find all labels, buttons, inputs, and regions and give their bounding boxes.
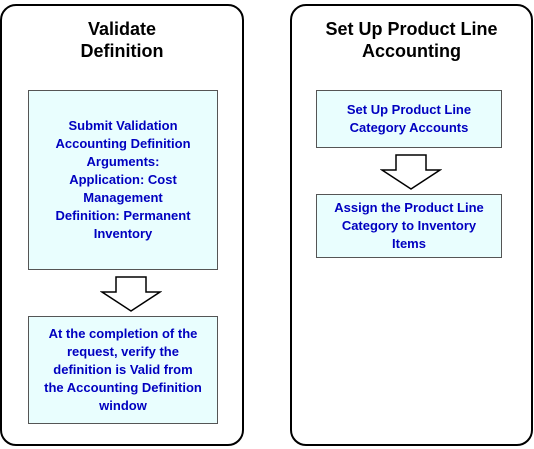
verify-definition-step: At the completion of the request, verify…	[28, 316, 218, 424]
step-line: Assign the Product Line	[334, 200, 484, 215]
step-line: Category to Inventory	[341, 218, 477, 233]
down-arrow-icon	[100, 276, 162, 312]
title-line: Validate	[87, 19, 157, 39]
step-line: request, verify the	[66, 344, 179, 359]
product-line-accounting-title: Set Up Product Line Accounting	[292, 18, 531, 62]
step-line: Application: Cost	[69, 172, 177, 187]
product-line-accounting-panel: Set Up Product Line Accounting Set Up Pr…	[290, 4, 533, 446]
step-line: Arguments:	[86, 154, 160, 169]
title-line: Set Up Product Line	[325, 19, 498, 39]
step-line: Definition: Permanent	[55, 208, 191, 223]
step-line: window	[99, 398, 147, 413]
title-line: Definition	[80, 41, 164, 61]
validate-definition-title: Validate Definition	[2, 18, 242, 62]
title-line: Accounting	[362, 41, 461, 61]
set-up-category-accounts-step: Set Up Product Line Category Accounts	[316, 90, 502, 148]
step-line: Management	[83, 190, 163, 205]
step-line: the Accounting Definition	[44, 380, 202, 395]
submit-validation-step: Submit Validation Accounting Definition …	[28, 90, 218, 270]
validate-definition-panel: Validate Definition Submit Validation Ac…	[0, 4, 244, 446]
step-line: Accounting Definition	[55, 136, 191, 151]
step-line: Inventory	[93, 226, 153, 241]
step-line: Set Up Product Line	[346, 102, 472, 117]
down-arrow-icon	[380, 154, 442, 190]
step-line: Submit Validation	[68, 118, 178, 133]
step-line: Category Accounts	[349, 120, 469, 135]
step-line: definition is Valid from	[53, 362, 193, 377]
assign-category-step: Assign the Product Line Category to Inve…	[316, 194, 502, 258]
step-line: At the completion of the	[48, 326, 198, 341]
step-line: Items	[392, 236, 426, 251]
